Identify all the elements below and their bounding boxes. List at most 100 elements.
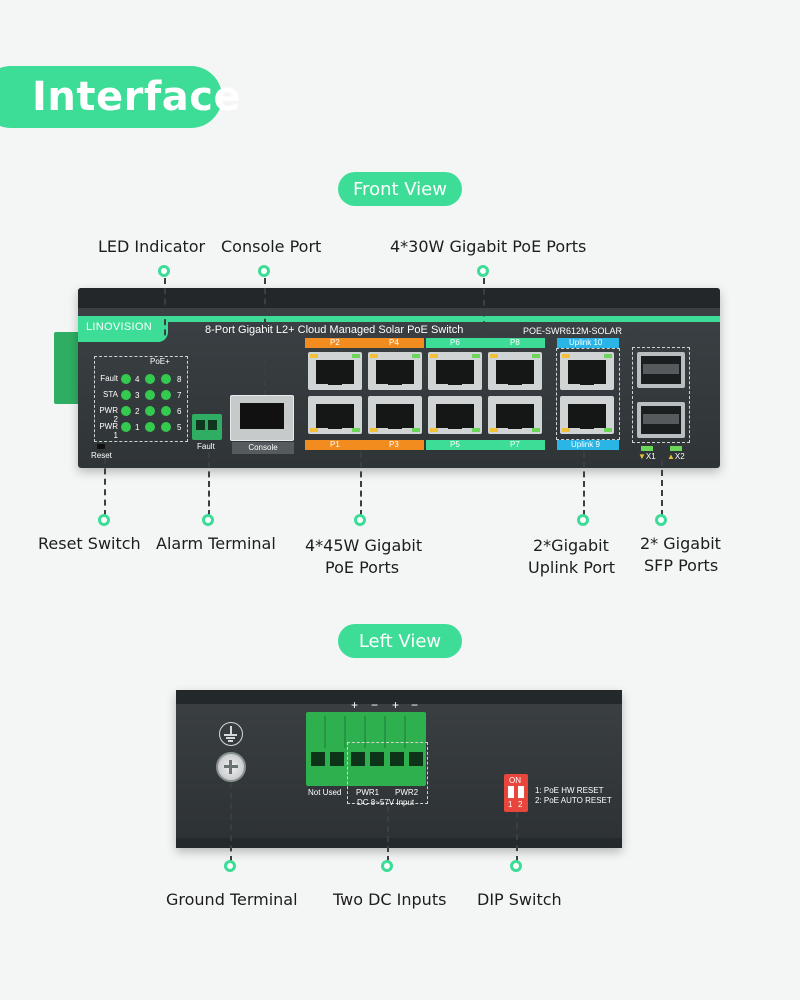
led-num-1: 1 xyxy=(135,423,140,432)
callout-sfp-line2: SFP Ports xyxy=(644,556,719,575)
rj45-port-p5 xyxy=(428,396,482,434)
terminal-ridge xyxy=(344,716,346,748)
callout-dot-alarm xyxy=(202,514,214,526)
dip-num-2: 2 xyxy=(518,800,523,809)
callout-alarm-terminal: Alarm Terminal xyxy=(156,534,276,553)
dc-input-label: DC 8~57V Input xyxy=(357,798,415,807)
switch-left-bottom-edge xyxy=(176,838,622,848)
terminal-sign-2: − xyxy=(371,698,379,712)
lead-ground xyxy=(230,782,232,862)
brand-tab xyxy=(78,316,168,342)
callout-console-port: Console Port xyxy=(221,237,322,256)
led-poe-7 xyxy=(161,390,171,400)
dip-switch[interactable] xyxy=(504,774,528,812)
port-bar-blue-bottom: Uplink 9 xyxy=(557,440,619,450)
console-label: Console xyxy=(232,442,294,454)
led-poe-6 xyxy=(161,406,171,416)
callout-ground-terminal: Ground Terminal xyxy=(166,890,298,909)
terminal-hole xyxy=(370,752,384,766)
dip-num-1: 1 xyxy=(508,800,513,809)
brand-stripe xyxy=(78,316,720,322)
terminal-hole xyxy=(311,752,325,766)
port-label-uplink9: Uplink 9 xyxy=(571,440,600,449)
led-label-fault: Fault xyxy=(100,374,118,383)
sfp-port-x1 xyxy=(637,352,685,388)
terminal-hole xyxy=(390,752,404,766)
callout-poe45-line1: 4*45W Gigabit xyxy=(305,536,423,555)
ground-symbol-icon xyxy=(219,722,243,746)
callout-led-indicator: LED Indicator xyxy=(98,237,206,256)
callout-uplink-line1: 2*Gigabit xyxy=(533,536,609,555)
switch-left-top-edge xyxy=(176,690,622,704)
brand-name: LINOVISION xyxy=(86,321,152,333)
callout-dot-poe30 xyxy=(477,265,489,277)
led-num-4: 4 xyxy=(135,375,140,384)
led-label-sta: STA xyxy=(103,390,118,399)
callout-dot-console xyxy=(258,265,270,277)
sfp-port-x2 xyxy=(637,402,685,438)
led-poe-3 xyxy=(145,390,155,400)
terminal-ridge xyxy=(364,716,366,748)
terminal-ridge xyxy=(324,716,326,748)
fault-label: Fault xyxy=(197,442,215,451)
port-label-p6: P6 xyxy=(450,338,460,347)
led-sta xyxy=(121,390,131,400)
rj45-port-p2 xyxy=(308,352,362,390)
terminal-sign-3: + xyxy=(392,698,400,712)
din-rail-bracket xyxy=(54,332,80,404)
port-bar-orange-bottom: P1 P3 xyxy=(305,440,424,450)
terminal-hole xyxy=(330,752,344,766)
callout-dot-uplink xyxy=(577,514,589,526)
port-label-p2: P2 xyxy=(330,338,340,347)
dip-legend-1: 1: PoE HW RESET xyxy=(535,786,604,795)
port-label-p5: P5 xyxy=(450,440,460,449)
sfp-label-x2: ▲X2 xyxy=(667,452,685,461)
left-view-pill: Left View xyxy=(338,624,462,658)
terminal-hole xyxy=(351,752,365,766)
port-label-p4: P4 xyxy=(389,338,399,347)
sfp-led-x1 xyxy=(641,446,653,451)
rj45-port-uplink9 xyxy=(560,396,614,434)
port-label-p8: P8 xyxy=(510,338,520,347)
reset-button[interactable] xyxy=(97,444,105,449)
port-label-p3: P3 xyxy=(389,440,399,449)
port-bar-green-bottom: P5 P7 xyxy=(426,440,545,450)
callout-poe45-line2: PoE Ports xyxy=(325,558,400,577)
rj45-port-p4 xyxy=(368,352,422,390)
led-pwr2 xyxy=(121,406,131,416)
page-title: Interface xyxy=(32,74,242,120)
led-label-pwr1: PWR 1 xyxy=(99,422,118,440)
led-poe-4 xyxy=(145,374,155,384)
callout-two-dc-inputs: Two DC Inputs xyxy=(333,890,447,909)
lead-dc xyxy=(387,806,389,862)
led-poe-2 xyxy=(145,406,155,416)
callout-dot-poe45 xyxy=(354,514,366,526)
sfp-label-x1: ▼X1 xyxy=(638,452,656,461)
sfp-led-x2 xyxy=(670,446,682,451)
rj45-port-p1 xyxy=(308,396,362,434)
lead-poe45 xyxy=(360,452,362,516)
title-pill xyxy=(0,66,222,128)
terminal-ridge xyxy=(404,716,406,748)
ground-screw xyxy=(216,752,246,782)
model-code: POE-SWR612M-SOLAR xyxy=(523,326,623,336)
callout-dot-dc xyxy=(381,860,393,872)
led-num-3: 3 xyxy=(135,391,140,400)
terminal-hole xyxy=(409,752,423,766)
led-label-pwr2: PWR 2 xyxy=(99,406,118,424)
dc-terminal-block xyxy=(306,712,426,786)
switch-top-edge xyxy=(78,288,720,308)
terminal-ridge xyxy=(384,716,386,748)
lead-sfp xyxy=(661,460,663,516)
port-bar-green-top: P6 P8 xyxy=(426,338,545,348)
front-view-pill: Front View xyxy=(338,172,462,206)
callout-dot-reset xyxy=(98,514,110,526)
rj45-port-p8 xyxy=(488,352,542,390)
callout-poe-30w: 4*30W Gigabit PoE Ports xyxy=(390,237,587,256)
lead-alarm xyxy=(208,452,210,516)
console-port-socket xyxy=(240,403,284,429)
pwr1-label: PWR1 xyxy=(356,788,380,797)
port-label-p1: P1 xyxy=(330,440,340,449)
port-bar-blue-top: Uplink 10 xyxy=(557,338,619,348)
led-poe-5 xyxy=(161,422,171,432)
